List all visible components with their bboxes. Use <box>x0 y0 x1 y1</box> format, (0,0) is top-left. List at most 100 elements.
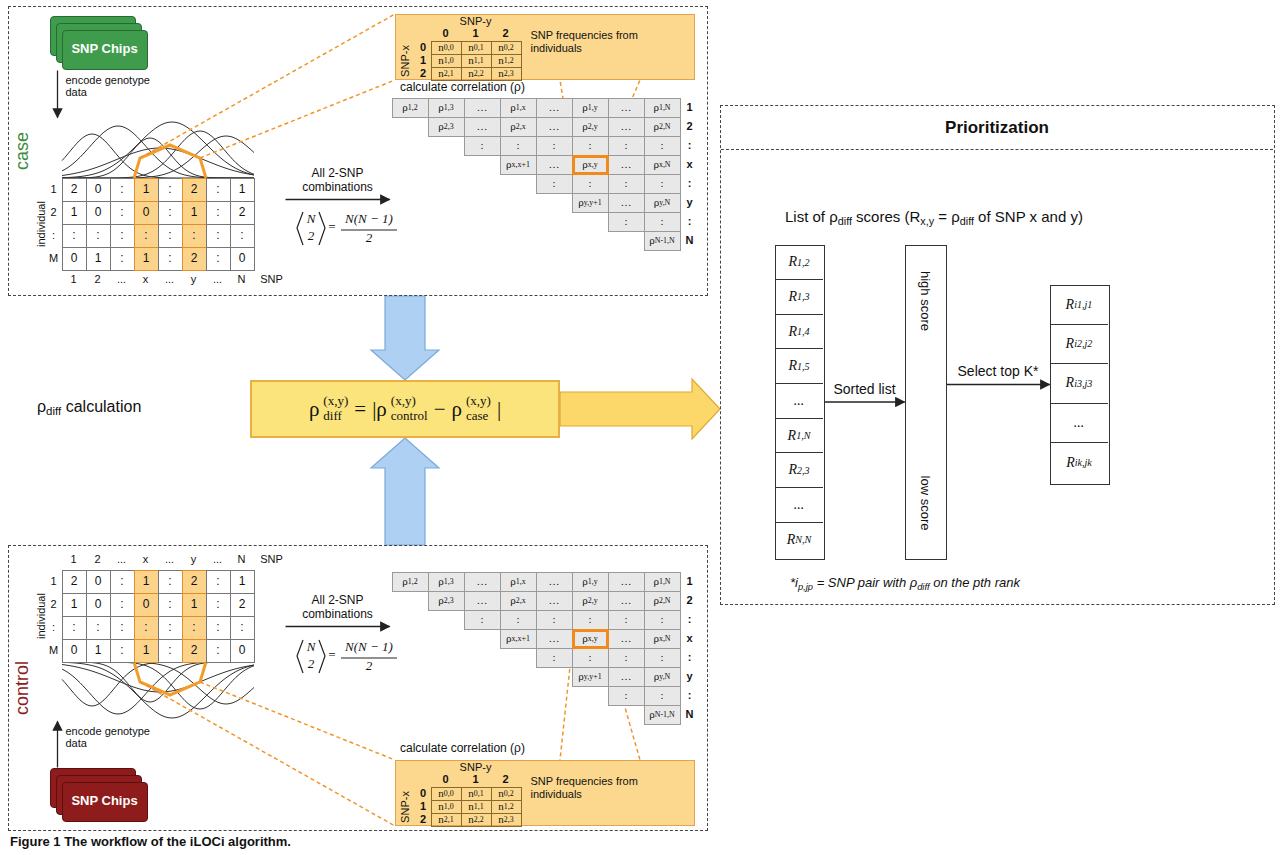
distribution-curve <box>62 662 254 706</box>
node-text: n2,3 <box>491 67 522 81</box>
node-text: : <box>500 610 537 630</box>
node-text: : <box>206 639 231 663</box>
node-text: ρ2,y <box>572 591 609 611</box>
node-text: R2,3 <box>776 454 823 489</box>
node-text: n2,1 <box>431 67 462 81</box>
node-text: : <box>158 593 183 617</box>
node-text: 2 <box>48 593 60 616</box>
node-text: : <box>536 610 573 630</box>
node-text: ρy,y+1 <box>572 193 609 213</box>
node-text: : <box>684 174 696 193</box>
node-text: n1,0 <box>431 800 462 814</box>
node-text: x <box>684 629 696 648</box>
node-text: 1 <box>134 570 159 594</box>
edge-label: All 2-SNP combinations <box>292 167 384 195</box>
node-text: SNP <box>257 272 287 288</box>
node-text: ... <box>110 272 134 288</box>
node-text: ρx,y <box>572 155 609 175</box>
node-text: 1 <box>230 178 255 202</box>
node-text: 2 <box>62 570 87 594</box>
node-text: 2 <box>48 201 60 224</box>
node-text: : <box>110 224 135 248</box>
node-text: 0 <box>134 201 159 225</box>
node-text: n0,2 <box>491 41 522 55</box>
node-text: : <box>608 648 645 668</box>
node-text: N <box>230 272 254 288</box>
node-text: 1 <box>86 247 111 271</box>
node-text: SNP-x <box>398 36 412 86</box>
node-text: … <box>536 117 573 137</box>
node-text: … <box>536 155 573 175</box>
formula-text: N(N − 1) <box>340 212 398 227</box>
node-text: ... <box>158 272 182 288</box>
node-text: ρy,N <box>644 667 681 687</box>
node-text: 1 <box>182 593 207 617</box>
formula-box: ρ(x,y)diff=|ρ(x,y)control−ρ(x,y)case|ρdi… <box>250 380 560 438</box>
node-text: R1,5 <box>776 350 823 385</box>
edge-label: Sorted list <box>823 381 907 397</box>
node-text: control <box>11 653 33 723</box>
node-text: diff <box>323 409 348 424</box>
node-text: … <box>608 155 645 175</box>
highlight-chevron <box>134 145 206 178</box>
node-text: … <box>464 98 501 118</box>
script-stack: (x,y)diff <box>323 394 348 424</box>
node-text: 1 <box>134 178 159 202</box>
node-text: : <box>182 224 207 248</box>
node-text: ρ2,3 <box>428 591 465 611</box>
node-text: : <box>230 616 255 640</box>
node-text: 0 <box>62 247 87 271</box>
node-text: : <box>230 224 255 248</box>
node-text: N <box>684 705 696 724</box>
node-text: : <box>206 570 231 594</box>
block-arrow <box>560 379 720 439</box>
node-text: Ri3,j3 <box>1051 364 1108 403</box>
node-text: 0 <box>230 639 255 663</box>
node-text: 1 <box>684 98 696 117</box>
node-text: : <box>158 178 183 202</box>
node-text: 0 <box>86 593 111 617</box>
chip-stack: SNP Chips <box>50 16 150 71</box>
genotype-matrix: 12:M20:1:2:110:0:1:2::::::::01:1:2:012..… <box>34 118 284 288</box>
node-text: … <box>608 193 645 213</box>
node-text: : <box>62 224 87 248</box>
node-text: y <box>182 272 206 288</box>
node-text: ρx,x+1 <box>500 629 537 649</box>
node-text: 1 <box>230 570 255 594</box>
node-text: = <box>354 397 366 421</box>
node-text: … <box>464 117 501 137</box>
panel-box: caseSNP ChipsSNP-ySNP-x012012n0,0n0,1n0,… <box>8 6 708 296</box>
node-text: 2 <box>86 552 110 568</box>
flow-arrow <box>286 199 390 200</box>
node-text: : <box>110 570 135 594</box>
node-text: x <box>684 155 696 174</box>
node-text: : <box>86 616 111 640</box>
node-text: individual <box>34 580 48 652</box>
flow-arrow <box>57 71 58 118</box>
chip-stack: SNP Chips <box>50 768 150 823</box>
node-text: 2 <box>417 67 430 80</box>
node-text: : <box>608 610 645 630</box>
node-text: : <box>134 224 159 248</box>
node-text: … <box>464 591 501 611</box>
node-text: : <box>572 610 609 630</box>
node-text: N <box>684 231 696 250</box>
figure-caption: Figure 1 The workflow of the iLOCi algor… <box>10 835 910 850</box>
edge-label: encode genotype data <box>66 74 158 99</box>
node-text: n1,2 <box>491 54 522 68</box>
node-text: n0,0 <box>431 787 462 801</box>
node-text: : <box>684 610 696 629</box>
node-text: ρ2,x <box>500 591 537 611</box>
node-text: ρ1,3 <box>428 98 465 118</box>
node-text: SNP Chips <box>62 30 148 70</box>
node-text: 0 <box>230 247 255 271</box>
script-stack: (x,y)control <box>391 394 428 424</box>
node-text: 1 <box>62 593 87 617</box>
node-text: ρx,N <box>644 155 681 175</box>
node-text: ρN-1,N <box>644 231 681 251</box>
frequency-table: SNP-ySNP-x012012n0,0n0,1n0,2n1,0n1,1n1,2… <box>395 14 695 80</box>
node-text: (x,y) <box>466 394 491 409</box>
node-text: ρ1,N <box>644 98 681 118</box>
node-text: 1 <box>134 639 159 663</box>
node-text: : <box>86 224 111 248</box>
